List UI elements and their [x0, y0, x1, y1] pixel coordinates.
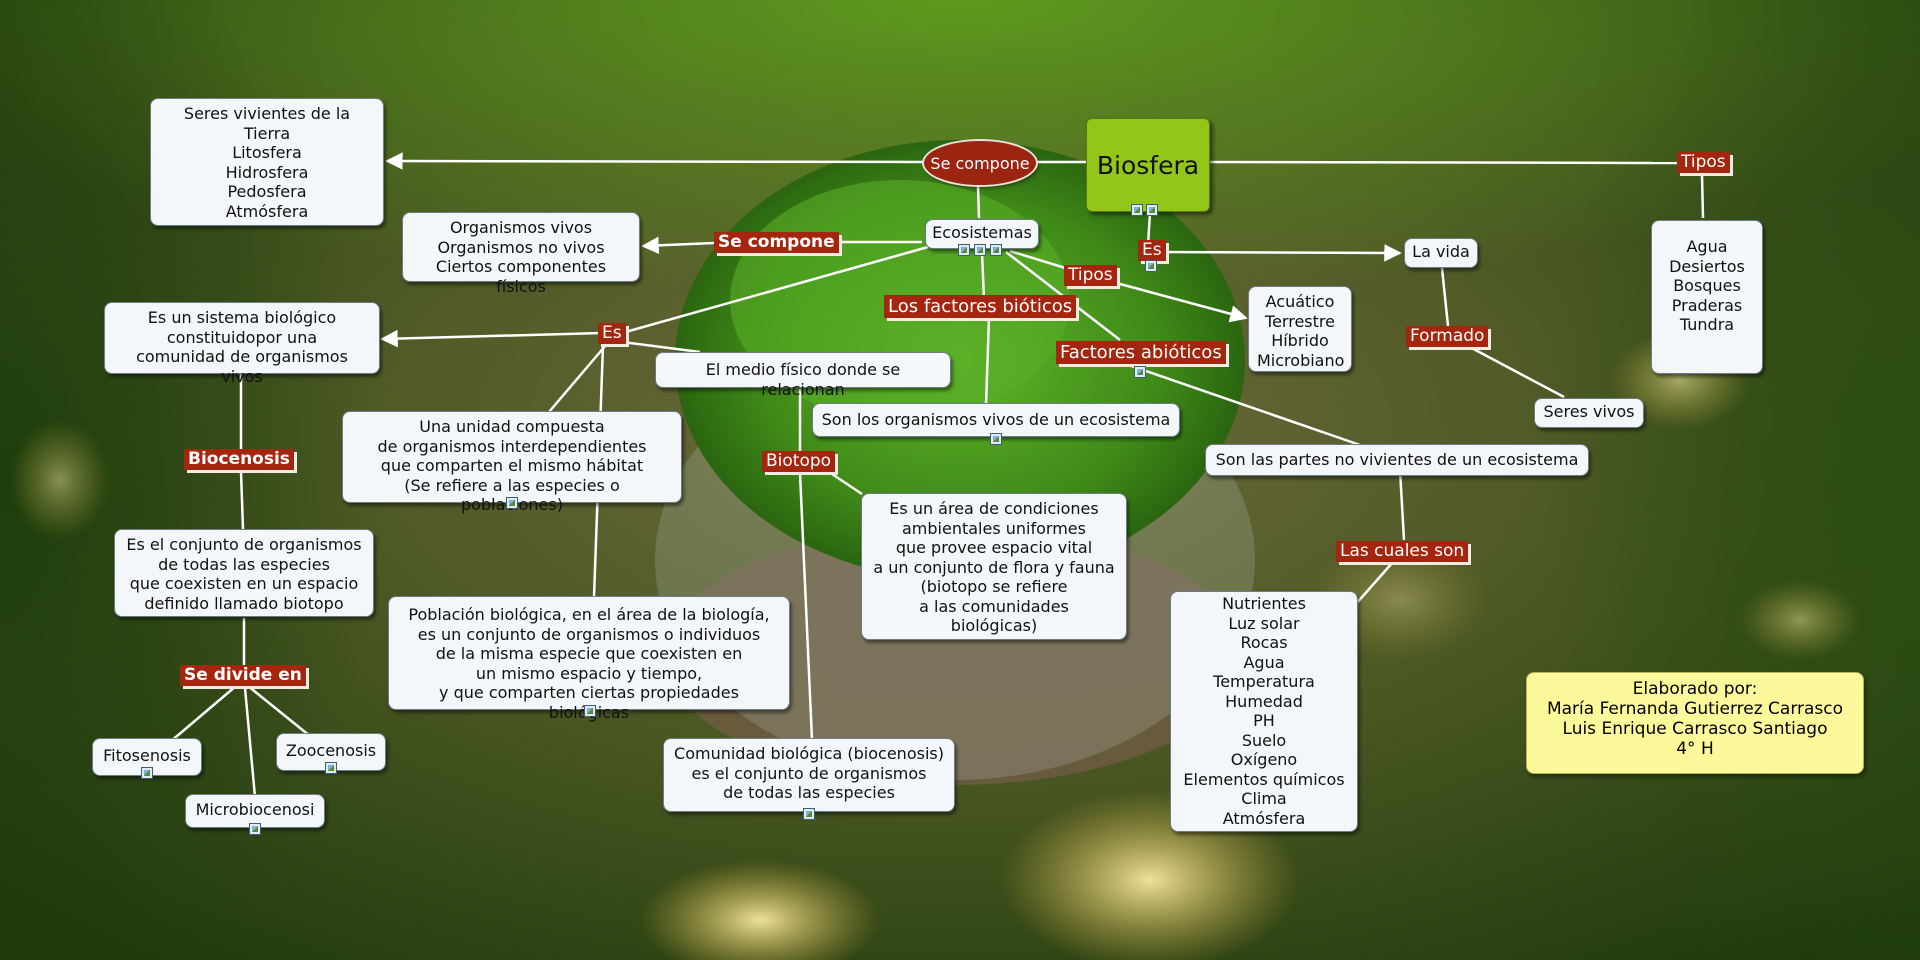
node-abioticos-list[interactable]: Nutrientes Luz solar Rocas Agua Temperat…	[1170, 591, 1358, 832]
credits-author-2: Luis Enrique Carrasco Santiago	[1527, 719, 1863, 739]
node-comunidad-biologica[interactable]: Comunidad biológica (biocenosis) es el c…	[663, 738, 955, 812]
image-attachment-icon[interactable]	[1131, 204, 1143, 216]
image-attachment-icon[interactable]	[584, 705, 596, 717]
node-unidad-compuesta[interactable]: Una unidad compuesta de organismos inter…	[342, 411, 682, 503]
credits-author-1: María Fernanda Gutierrez Carrasco	[1527, 699, 1863, 719]
image-attachment-icon[interactable]	[506, 497, 518, 509]
image-attachment-icon[interactable]	[141, 767, 153, 779]
connector-factores-bioticos[interactable]: Los factores bióticos	[884, 295, 1076, 318]
connector-es-biosfera[interactable]: Es	[1138, 240, 1166, 261]
node-tipos-ecosistemas-list[interactable]: Acuático Terrestre Híbrido Microbiano	[1248, 286, 1352, 372]
image-attachment-icon[interactable]	[990, 433, 1002, 445]
connector-tipos-ecosistemas[interactable]: Tipos	[1064, 265, 1117, 286]
node-conjunto-biotopo[interactable]: Es el conjunto de organismos de todas la…	[114, 529, 374, 617]
node-organismos-vivos-ecosistema[interactable]: Son los organismos vivos de un ecosistem…	[812, 403, 1180, 437]
connector-biocenosis[interactable]: Biocenosis	[184, 449, 294, 470]
connector-tipos-biosfera[interactable]: Tipos	[1677, 152, 1730, 173]
credits-box: Elaborado por: María Fernanda Gutierrez …	[1526, 672, 1864, 774]
node-area-condiciones[interactable]: Es un área de condiciones ambientales un…	[861, 493, 1127, 640]
node-medio-fisico[interactable]: El medio físico donde se relacionan	[655, 352, 951, 388]
connector-factores-abioticos[interactable]: Factores abióticos	[1056, 341, 1226, 364]
image-attachment-icon[interactable]	[974, 244, 986, 256]
credits-heading: Elaborado por:	[1527, 679, 1863, 699]
image-attachment-icon[interactable]	[1134, 366, 1146, 378]
image-attachment-icon[interactable]	[958, 244, 970, 256]
connector-las-cuales-son[interactable]: Las cuales son	[1336, 541, 1468, 562]
connector-se-compone-ecosistemas[interactable]: Se compone	[714, 232, 839, 253]
connector-se-compone[interactable]: Se compone	[924, 141, 1036, 185]
node-tipos-biosfera-list[interactable]: Agua Desiertos Bosques Praderas Tundra	[1651, 220, 1763, 374]
image-attachment-icon[interactable]	[249, 823, 261, 835]
image-attachment-icon[interactable]	[1146, 204, 1158, 216]
credits-group: 4° H	[1527, 739, 1863, 759]
image-attachment-icon[interactable]	[990, 244, 1002, 256]
root-title: Biosfera	[1097, 151, 1199, 180]
connector-se-divide-en[interactable]: Se divide en	[180, 665, 306, 686]
image-attachment-icon[interactable]	[803, 808, 815, 820]
root-node-biosfera[interactable]: Biosfera	[1086, 118, 1210, 212]
node-seres-vivos[interactable]: Seres vivos	[1534, 398, 1644, 428]
node-sistema-biologico[interactable]: Es un sistema biológico constituidopor u…	[104, 302, 380, 374]
node-la-vida[interactable]: La vida	[1404, 238, 1478, 268]
connector-biotopo[interactable]: Biotopo	[762, 451, 835, 472]
connector-formado[interactable]: Formado	[1406, 326, 1488, 347]
image-attachment-icon[interactable]	[1145, 260, 1157, 272]
node-componentes-tierra[interactable]: Seres vivientes de la Tierra Litosfera H…	[150, 98, 384, 226]
node-poblacion-biologica[interactable]: Población biológica, en el área de la bi…	[388, 596, 790, 710]
image-attachment-icon[interactable]	[325, 762, 337, 774]
node-organismos[interactable]: Organismos vivos Organismos no vivos Cie…	[402, 212, 640, 282]
connector-es-ecosistema[interactable]: Es	[598, 323, 626, 344]
node-partes-no-vivientes[interactable]: Son las partes no vivientes de un ecosis…	[1205, 444, 1589, 476]
